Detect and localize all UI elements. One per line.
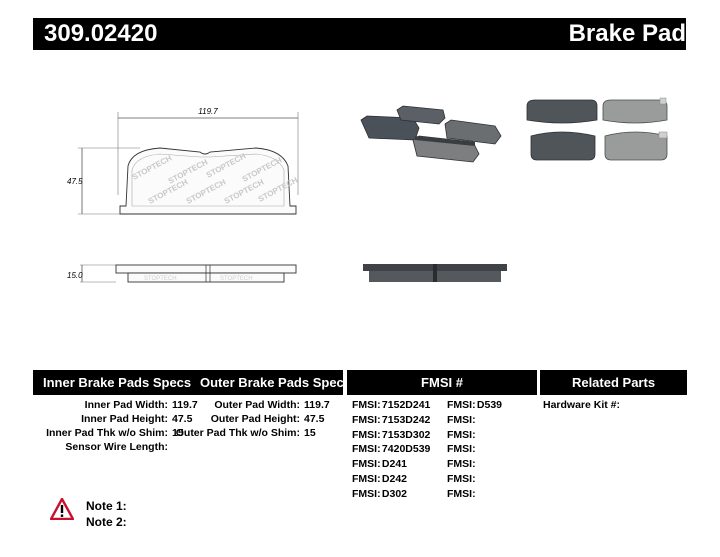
related-parts-header: Related Parts: [540, 370, 687, 395]
fmsi-item: FMSI: 7420D539: [352, 443, 431, 456]
outer-spec-values: 119.7 47.5 15: [304, 398, 344, 458]
outer-specs-title: Outer Brake Pads Specs: [200, 375, 352, 390]
thickness-dimension: 15.0: [67, 271, 83, 280]
header-bar: [33, 18, 686, 50]
fmsi-item: FMSI: D242: [352, 472, 408, 485]
sensor-wire-label: Sensor Wire Length:: [65, 441, 168, 453]
inner-thickness-label: Inner Pad Thk w/o Shim:: [46, 427, 168, 439]
hardware-kit-label: Hardware Kit #:: [543, 399, 621, 411]
inner-height-value: 47.5: [172, 413, 193, 425]
outer-width-value: 119.7: [304, 399, 330, 411]
inner-specs-title: Inner Brake Pads Specs: [43, 375, 192, 390]
fmsi-item: FMSI:: [447, 487, 476, 500]
fmsi-item: FMSI: D539: [447, 399, 503, 411]
notes: Note 1: Note 2:: [86, 498, 127, 530]
outer-height-value: 47.5: [304, 413, 325, 425]
outer-thickness-value: 15: [304, 427, 316, 439]
warning-icon: [50, 498, 74, 520]
fmsi-item: FMSI:: [447, 443, 476, 456]
pad-side-photo: [363, 264, 507, 282]
fmsi-header: FMSI #: [347, 370, 537, 395]
fmsi-item: FMSI:: [447, 472, 476, 485]
logo-watermark: STOPTECH: [220, 276, 253, 282]
outer-spec-labels: Outer Pad Width: Outer Pad Height: Outer…: [176, 398, 300, 458]
fmsi-item: FMSI:: [447, 458, 476, 471]
fmsi-item: FMSI: D241: [352, 458, 408, 471]
width-dimension: 119.7: [198, 107, 218, 116]
inner-spec-values: 119.7 47.5 15: [172, 398, 232, 458]
outer-thickness-label: Outer Pad Thk w/o Shim:: [175, 427, 300, 439]
fmsi-item: FMSI:: [447, 413, 476, 426]
inner-width-label: Inner Pad Width:: [84, 399, 168, 411]
fmsi-list-left: FMSI: 7152D241 FMSI: 7153D242 FMSI: 7153…: [352, 398, 442, 502]
part-number: 309.02420: [44, 20, 158, 47]
logo-watermark: STOPTECH: [144, 276, 177, 282]
note-1: Note 1:: [86, 499, 127, 513]
fmsi-item: FMSI: 7152D241: [352, 399, 431, 411]
inner-height-label: Inner Pad Height:: [81, 413, 168, 425]
height-dimension: 47.5: [67, 177, 83, 186]
inner-width-value: 119.7: [172, 399, 198, 411]
fmsi-item: FMSI:: [447, 428, 476, 441]
fmsi-item: FMSI: 7153D242: [352, 413, 431, 426]
specs-header: Inner Brake Pads Specs Outer Brake Pads …: [33, 370, 351, 395]
outer-height-label: Outer Pad Height:: [210, 413, 300, 425]
fmsi-item: FMSI: D302: [352, 487, 408, 500]
pad-technical-drawing: 119.7 47.5 STOPTECH STOPTECH STOPTECH ST…: [67, 107, 299, 283]
note-2: Note 2:: [86, 515, 127, 529]
product-type: Brake Pad: [568, 20, 686, 47]
fmsi-list-right: FMSI: D539 FMSI: FMSI: FMSI: FMSI: FMSI:…: [447, 398, 527, 502]
inner-spec-labels: Inner Pad Width: Inner Pad Height: Inner…: [30, 398, 168, 458]
fmsi-item: FMSI: 7153D302: [352, 428, 431, 441]
inner-thickness-value: 15: [172, 427, 184, 439]
pad-product-photos: [360, 97, 668, 163]
outer-width-label: Outer Pad Width:: [214, 399, 300, 411]
